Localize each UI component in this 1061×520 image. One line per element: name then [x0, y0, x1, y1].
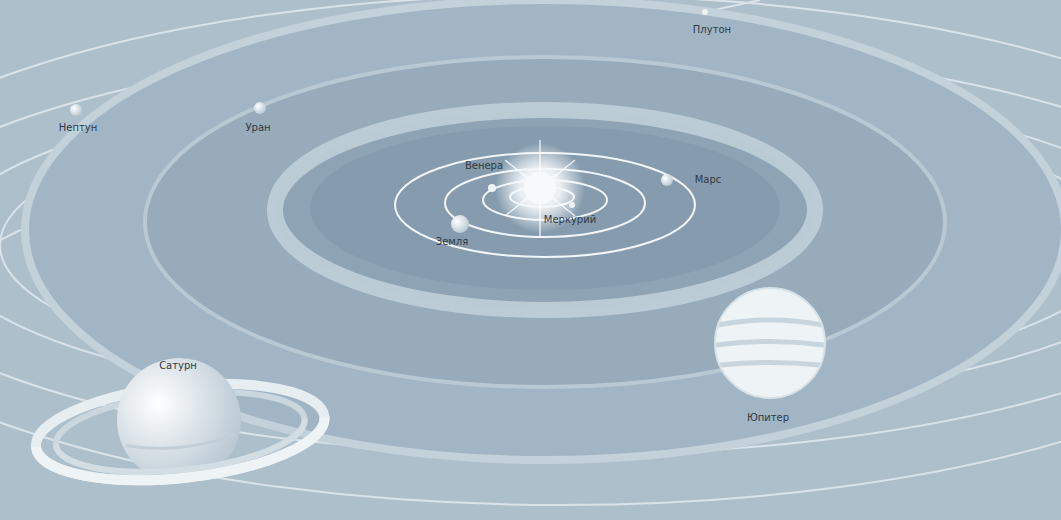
planet-label: Земля	[436, 236, 469, 248]
planet-label: Уран	[245, 122, 270, 134]
planet-label: Нептун	[59, 122, 98, 134]
planet-label: Меркурий	[544, 214, 596, 226]
planet-label: Сатурн	[159, 360, 197, 372]
planet-label: Марс	[695, 174, 722, 186]
planet-label: Юпитер	[747, 412, 789, 424]
planet-label: Плутон	[693, 24, 731, 36]
planet-label: Венера	[465, 160, 503, 172]
